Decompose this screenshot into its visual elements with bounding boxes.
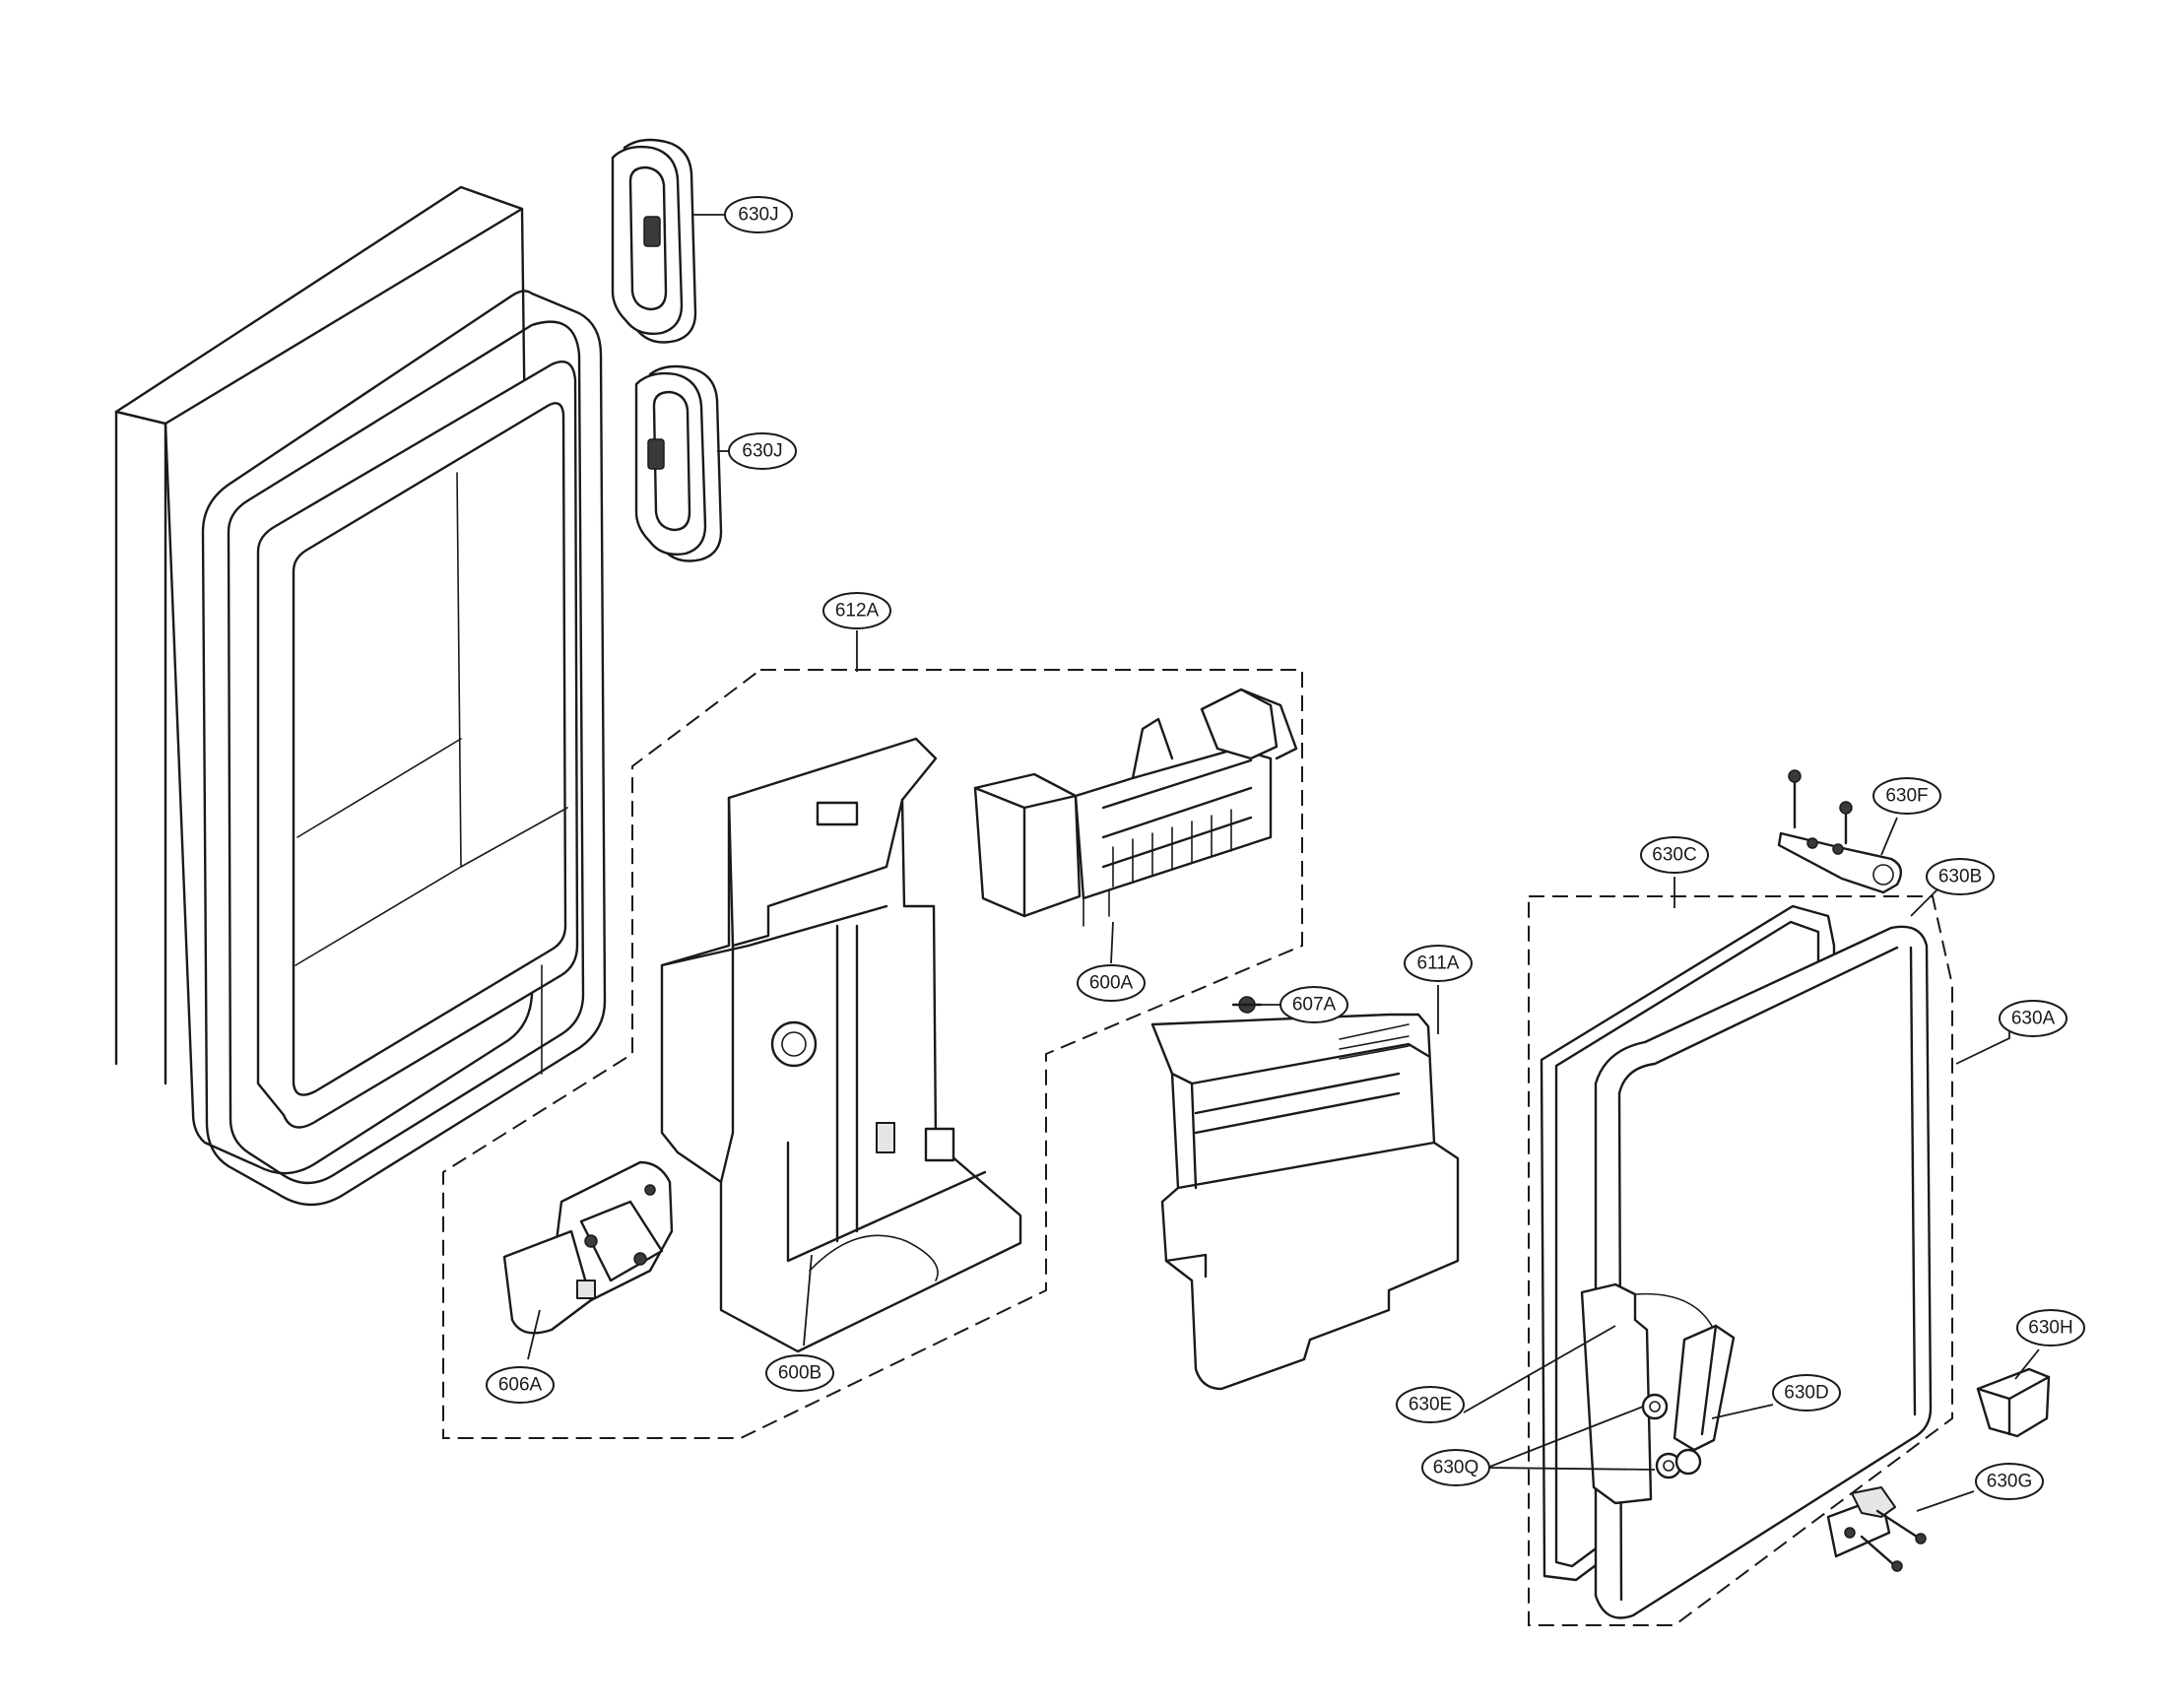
cover-611a xyxy=(1150,1013,1460,1391)
hinge-plate-630f xyxy=(1777,769,1903,894)
callout-oval xyxy=(1077,964,1146,1002)
callout-label: 611A xyxy=(1417,953,1460,974)
callout-oval xyxy=(1872,777,1941,815)
callout-600b: 600B xyxy=(765,1354,834,1392)
callout-label: 630E xyxy=(1409,1395,1452,1415)
callout-oval xyxy=(486,1366,555,1404)
callout-630a: 630A xyxy=(1999,1000,2068,1037)
callout-label: 630H xyxy=(2028,1318,2072,1339)
callout-630c: 630C xyxy=(1640,836,1709,874)
gasket-630j-bottom xyxy=(634,364,723,562)
callout-oval xyxy=(765,1354,834,1392)
callout-611a: 611A xyxy=(1404,945,1473,982)
callout-oval xyxy=(1421,1449,1490,1486)
cap-630h xyxy=(1976,1367,2051,1438)
assembly-outline-630a xyxy=(1528,895,1953,1626)
leader-lines xyxy=(527,214,2040,1512)
callout-606a: 606A xyxy=(486,1366,555,1404)
bracket-606a xyxy=(502,1160,674,1335)
callout-630b: 630B xyxy=(1926,858,1995,895)
screw-607a xyxy=(1231,996,1263,1014)
callout-label: 600B xyxy=(778,1363,821,1384)
callout-label: 630F xyxy=(1885,786,1928,807)
callout-label: 612A xyxy=(835,601,880,622)
callout-630q: 630Q xyxy=(1421,1449,1490,1486)
hinge-630g xyxy=(1826,1486,1927,1572)
gasket-630j-top xyxy=(611,138,697,344)
callout-label: 630J xyxy=(738,205,778,226)
callout-630j_bot: 630J xyxy=(728,432,797,470)
callout-label: 630C xyxy=(1652,845,1696,866)
callout-oval xyxy=(1975,1463,2044,1500)
callout-630h: 630H xyxy=(2016,1309,2085,1347)
callout-label: 630D xyxy=(1784,1383,1828,1404)
callout-label: 630J xyxy=(742,441,782,462)
callout-label: 630Q xyxy=(1433,1458,1478,1478)
callout-oval xyxy=(822,592,891,629)
callout-630j_top: 630J xyxy=(724,196,793,233)
callout-oval xyxy=(1396,1386,1465,1423)
callout-label: 607A xyxy=(1292,995,1337,1016)
callout-label: 600A xyxy=(1089,973,1134,994)
callout-630d: 630D xyxy=(1772,1374,1841,1412)
bushings-630q xyxy=(1641,1393,1702,1479)
callout-630e: 630E xyxy=(1396,1386,1465,1423)
callout-oval xyxy=(1640,836,1709,874)
ice-maker-600a xyxy=(973,688,1298,927)
callout-oval xyxy=(1926,858,1995,895)
callout-600a: 600A xyxy=(1077,964,1146,1002)
callout-label: 630B xyxy=(1938,867,1982,887)
housing-600b xyxy=(660,737,1022,1353)
callout-label: 606A xyxy=(498,1375,543,1396)
door-panel xyxy=(114,185,607,1207)
callout-oval xyxy=(1280,986,1348,1023)
lever-630d xyxy=(1673,1324,1736,1452)
callout-oval xyxy=(1772,1374,1841,1412)
callout-oval xyxy=(2016,1309,2085,1347)
callout-labels: 630J 630J 612A 600A 600B 606A 607A 611A 630F 630B… xyxy=(486,196,2085,1500)
callout-607a: 607A xyxy=(1280,986,1348,1023)
callout-630g: 630G xyxy=(1975,1463,2044,1500)
callout-label: 630G xyxy=(1987,1472,2032,1492)
callout-oval xyxy=(724,196,793,233)
callout-630f: 630F xyxy=(1872,777,1941,815)
assembly-outline-612a xyxy=(442,669,1303,1439)
callout-oval xyxy=(1404,945,1473,982)
callout-oval xyxy=(1999,1000,2068,1037)
callout-612a: 612A xyxy=(822,592,891,629)
hinge-bracket-630e xyxy=(1580,1282,1715,1505)
door-liner-630b xyxy=(1594,925,1933,1619)
callout-oval xyxy=(728,432,797,470)
callout-label: 630A xyxy=(2011,1009,2056,1029)
